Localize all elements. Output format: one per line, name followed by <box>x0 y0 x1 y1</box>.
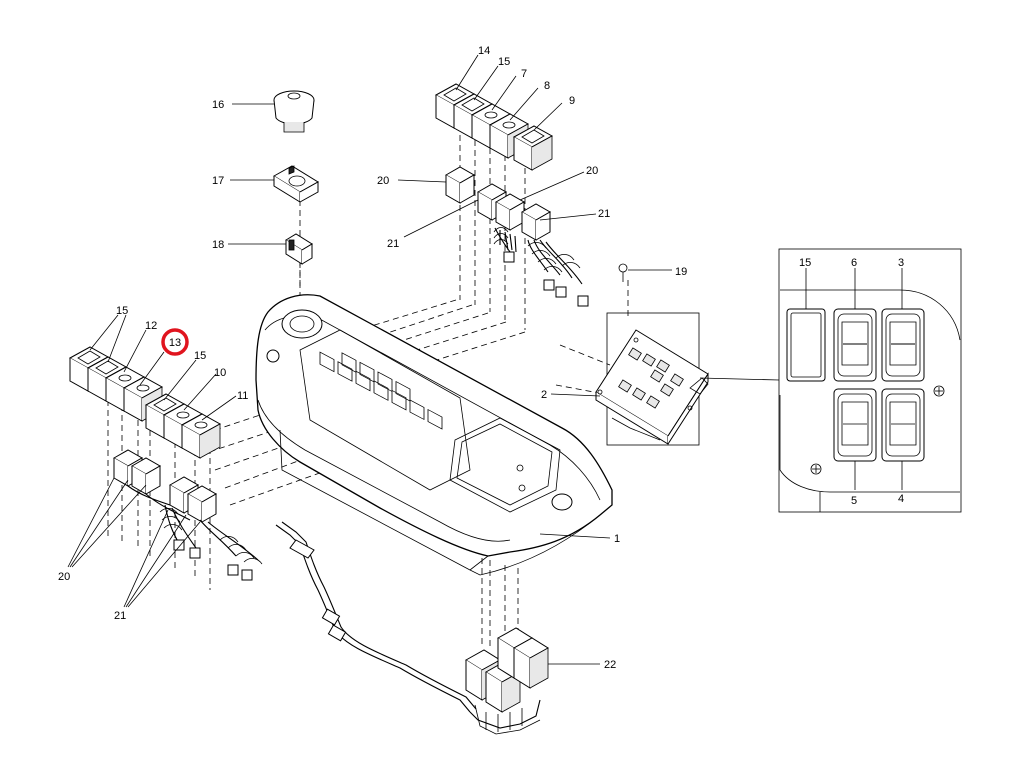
callout-label: 11 <box>237 390 248 402</box>
callout-label: 20 <box>586 165 598 177</box>
callout-label: 12 <box>145 320 157 332</box>
screw <box>618 263 628 282</box>
callout-labels: 14 15 7 8 9 16 17 18 20 20 21 21 19 2 15… <box>58 45 904 671</box>
callout-label: 4 <box>898 493 904 505</box>
callout-label: 10 <box>214 367 226 379</box>
console-switch-openings <box>319 351 443 430</box>
callout-label: 21 <box>114 610 126 622</box>
callout-label: 20 <box>58 571 70 583</box>
callout-label: 2 <box>541 389 547 401</box>
callout-label: 14 <box>478 45 490 57</box>
callout-label: 15 <box>498 56 510 68</box>
callout-label: 3 <box>898 257 904 269</box>
callout-label: 1 <box>614 533 620 545</box>
callout-label: 15 <box>799 257 811 269</box>
callout-label: 6 <box>851 257 857 269</box>
emergency-stop-button <box>273 90 315 133</box>
callout-label: 18 <box>212 239 224 251</box>
callout-label: 19 <box>675 266 687 278</box>
switch-panel <box>595 329 709 445</box>
callout-label: 21 <box>387 238 399 250</box>
bottom-relay-block <box>465 627 549 735</box>
console-body <box>255 294 613 576</box>
callout-label: 9 <box>569 95 575 107</box>
callout-label: 15 <box>194 350 206 362</box>
callout-label: 21 <box>598 208 610 220</box>
bottom-cable <box>275 521 477 713</box>
highlighted-callout-label: 13 <box>169 337 181 349</box>
highlight-ring <box>161 328 189 356</box>
callout-label: 15 <box>116 305 128 317</box>
callout-label: 16 <box>212 99 224 111</box>
highlighted-callout: 13 <box>161 328 189 356</box>
callout-label: 5 <box>851 495 857 507</box>
top-connectors-harness <box>444 166 589 307</box>
top-rocker-switches <box>434 83 554 171</box>
left-connectors-harness <box>112 449 263 581</box>
callout-label: 7 <box>521 68 527 80</box>
leader-lines <box>67 54 903 665</box>
contact-block <box>285 233 313 265</box>
detail-inset <box>699 248 962 513</box>
contact-block-holder <box>273 165 319 203</box>
left-rocker-switches <box>68 346 222 459</box>
callout-label: 8 <box>544 80 550 92</box>
callout-label: 20 <box>377 175 389 187</box>
callout-label: 17 <box>212 175 224 187</box>
callout-label: 22 <box>604 659 616 671</box>
